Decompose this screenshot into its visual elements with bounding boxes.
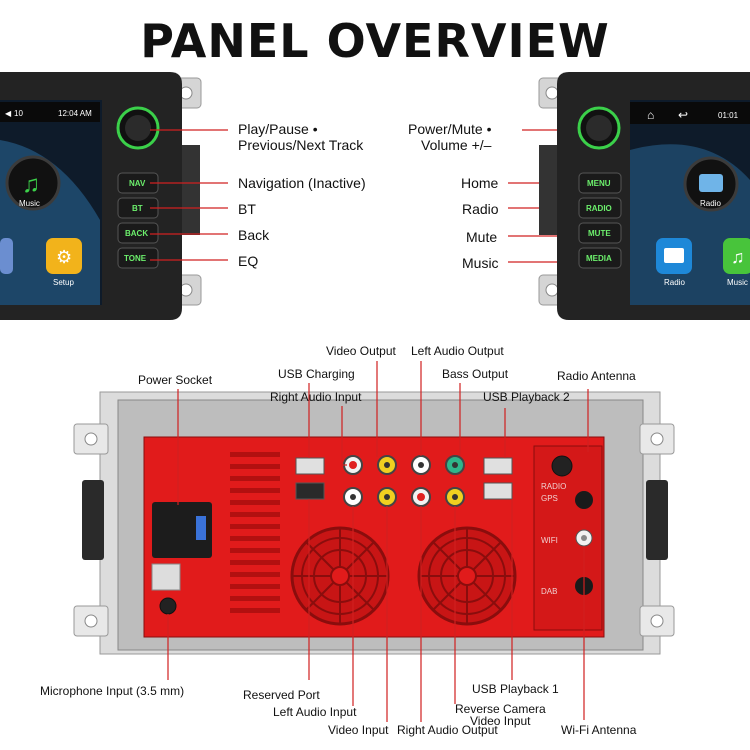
label-video-output: Video Output [326,344,396,358]
label-eq: EQ [238,253,259,269]
label-prev-next: Previous/Next Track [238,137,364,153]
app-setup-label: Setup [53,278,74,287]
right-app-music-label: Music [727,278,748,287]
gear-icon: ⚙ [56,247,72,267]
label-right-audio-input: Right Audio Input [270,390,362,404]
menu-button-label: MENU [587,179,611,188]
label-left-audio-input: Left Audio Input [273,705,357,719]
microphone-jack[interactable] [159,597,177,615]
radio-port-label: RADIO [541,482,566,491]
right-time-status: 01:01 [718,111,739,120]
label-navigation: Navigation (Inactive) [238,175,366,191]
setup-app-icon[interactable] [46,238,82,274]
label-back: Back [238,227,270,243]
aux-socket[interactable] [151,563,181,591]
music-app-icon[interactable] [723,238,750,274]
label-play-pause: Play/Pause • [238,121,318,137]
radio-icon [699,174,723,192]
media-button-label: MEDIA [586,254,612,263]
label-radio: Radio [462,201,499,217]
menu-button[interactable] [578,172,622,194]
dab-port-label: DAB [541,587,557,596]
label-usb-playback-1: USB Playback 1 [472,682,559,696]
bt-button-label: BT [132,204,143,213]
radio-antenna-jack[interactable] [551,455,573,477]
label-usb-charging: USB Charging [278,367,355,381]
music-note-icon: ♫ [22,171,40,198]
gps-port-label: GPS [541,494,558,503]
back-button[interactable] [117,222,159,244]
back-panel: RADIO GPS WIFI DAB [73,361,675,722]
label-power-mute: Power/Mute • [408,121,492,137]
gps-jack[interactable] [575,491,593,509]
label-usb-playback-2: USB Playback 2 [483,390,570,404]
label-music: Music [462,255,499,271]
label-bass-output: Bass Output [442,367,509,381]
usb-playback-2-port[interactable] [483,457,513,475]
radio-button[interactable] [578,197,622,219]
tone-button-label: TONE [124,254,147,263]
right-app-radio-center: Radio [700,199,721,208]
usb-playback-1-port[interactable] [483,482,513,500]
right-app-radio-label: Radio [664,278,685,287]
wifi-port-label: WIFI [541,536,558,545]
reserved-port[interactable] [295,482,325,500]
label-wifi-antenna: Wi-Fi Antenna [561,723,637,737]
label-video-input: Video Input [328,723,389,737]
usb-charging-port[interactable] [295,457,325,475]
label-left-audio-output: Left Audio Output [411,344,504,358]
label-right-audio-output: Right Audio Output [397,723,498,737]
label-reverse-camera-video: Video Input [470,714,531,728]
app-music-label: Music [19,199,40,208]
back-arrow-icon[interactable]: ↩ [678,108,688,122]
cooling-fan-left [290,526,390,626]
radio-button-label: RADIO [586,204,612,213]
label-reserved-port: Reserved Port [243,688,320,702]
home-icon[interactable]: ⌂ [647,108,654,122]
label-power-socket: Power Socket [138,373,213,387]
back-button-label: BACK [125,229,148,238]
cooling-fan-right [417,526,517,626]
nav-button-label: NAV [129,179,146,188]
right-music-note-icon: ♫ [731,247,745,267]
volume-status: 10 [14,109,23,118]
media-button[interactable] [578,247,622,269]
label-radio-antenna: Radio Antenna [557,369,636,383]
mute-button[interactable] [578,222,622,244]
left-front-panel: 10 ◀ 12:04 AM ♫ Music ⚙ Setup NAV BT BAC… [0,72,202,320]
label-home: Home [461,175,499,191]
right-front-panel: ⌂ ↩ 01:01 Radio Radio ♫ Music MENU RADIO… [538,72,750,320]
label-mute: Mute [466,229,498,245]
time-status: 12:04 AM [58,109,92,118]
label-bt: BT [238,201,256,217]
mute-button-label: MUTE [588,229,611,238]
label-volume: Volume +/– [421,137,492,153]
label-microphone-input: Microphone Input (3.5 mm) [40,684,185,698]
speaker-icon: ◀ [5,109,12,118]
page-title: PANEL OVERVIEW [140,14,610,68]
label-reverse-camera: Reverse Camera [455,702,546,716]
tone-button[interactable] [117,247,159,269]
